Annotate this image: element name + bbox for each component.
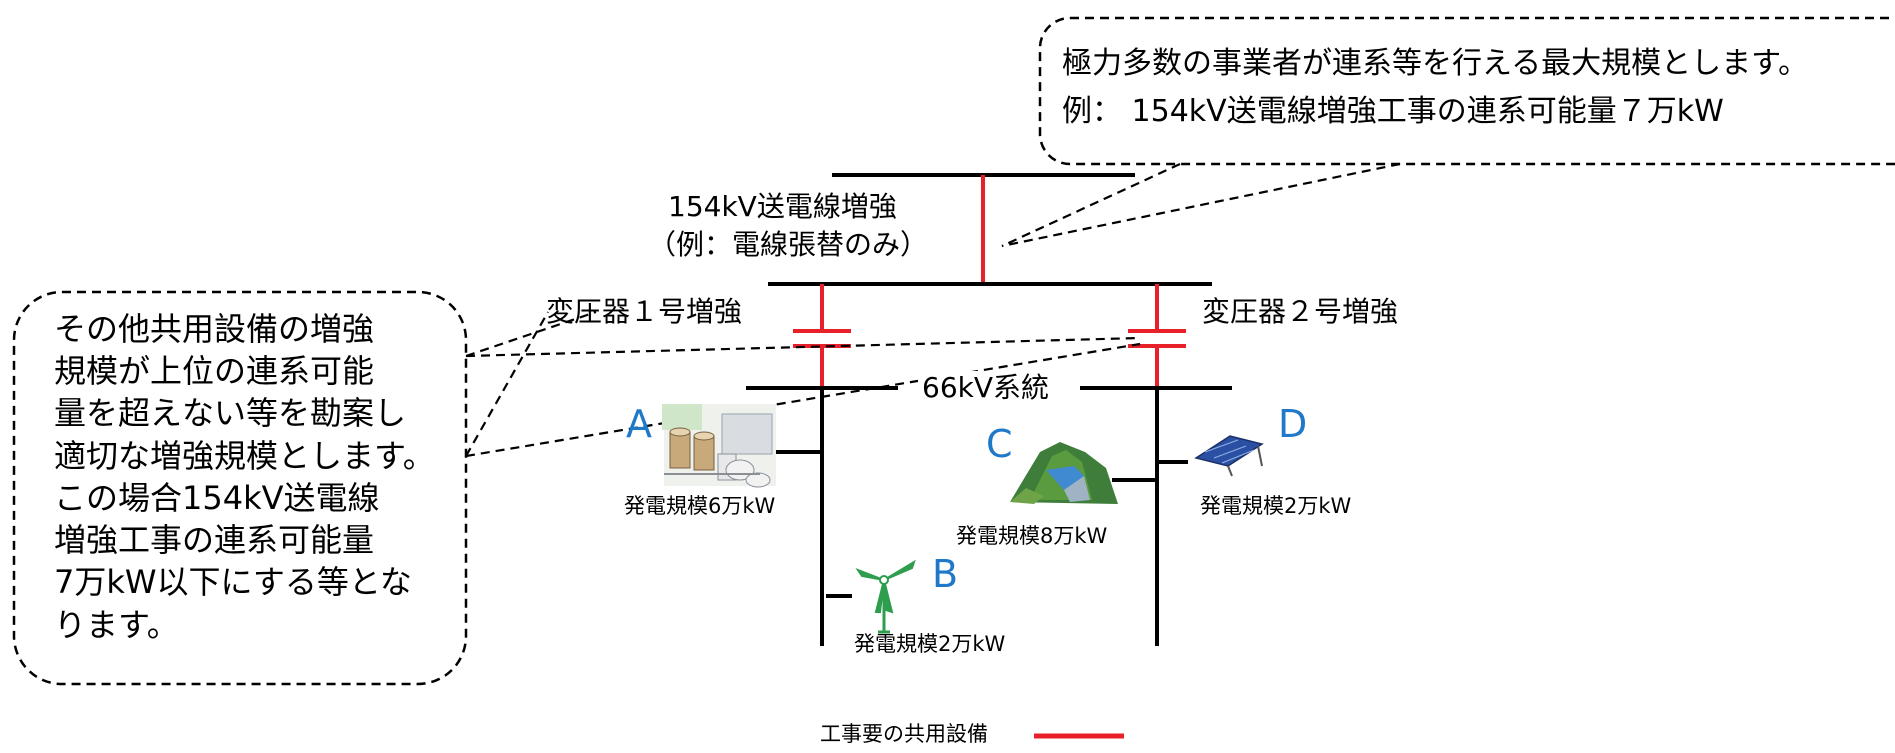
- top-callout-line1: 極力多数の事業者が連系等を行える最大規模とします。: [1062, 46, 1809, 81]
- top-callout-pointer-1: [1001, 163, 1181, 247]
- solar-panel-icon: [1194, 435, 1264, 477]
- generator-a-letter: A: [626, 402, 652, 446]
- left-callout-pointer-3: [465, 311, 549, 457]
- left-callout-line: その他共用設備の増強: [54, 310, 375, 348]
- thermal-plant-icon: [662, 404, 776, 488]
- line154-label-line1: 154kV送電線増強: [668, 190, 897, 223]
- generator-b-letter: B: [932, 552, 959, 596]
- generator-a-capacity: 発電規模6万kW: [624, 494, 776, 518]
- top-callout-frame: [1038, 16, 1895, 166]
- left-callout-frame: [12, 290, 468, 686]
- left-callout-line: 増強工事の連系可能量: [54, 521, 375, 560]
- legend-label: 工事要の共用設備: [820, 722, 988, 746]
- left-callout-line: 量を超えない等を勘案し: [54, 394, 407, 433]
- left-callout-pointer-2: [465, 336, 1141, 358]
- generator-c-letter: C: [986, 422, 1013, 466]
- generator-d-letter: D: [1278, 402, 1308, 446]
- transformer1-label: 変圧器１号増強: [546, 295, 743, 328]
- top-callout-line2: 例： 154kV送電線増強工事の連系可能量７万kW: [1062, 94, 1724, 129]
- left-callout-line: 適切な増強規模とします。: [54, 436, 435, 475]
- left-callout-line: 規模が上位の連系可能: [54, 352, 375, 391]
- wind-turbine-icon: [855, 559, 916, 634]
- left-callout-pointer-4: [465, 342, 1141, 458]
- generator-b-capacity: 発電規模2万kW: [854, 632, 1006, 656]
- line154-label-line2: （例：電線張替のみ）: [648, 228, 929, 261]
- generator-d-capacity: 発電規模2万kW: [1200, 494, 1352, 518]
- top-callout-pointer-2: [1001, 162, 1401, 248]
- left-callout-pointer-1: [465, 310, 597, 358]
- bus66-label: 66kV系統: [918, 371, 1053, 405]
- left-callout-text: その他共用設備の増強 規模が上位の連系可能 量を超えない等を勘案し 適切な増強規…: [54, 308, 435, 646]
- left-callout-line: ります。: [54, 605, 179, 644]
- hydro-dam-icon: [1010, 442, 1118, 504]
- left-callout-line: この場合154kV送電線: [54, 478, 380, 517]
- transformer2-label: 変圧器２号増強: [1202, 295, 1399, 328]
- left-callout-line: 7万kW以下にする等とな: [54, 563, 412, 602]
- generator-c-capacity: 発電規模8万kW: [956, 524, 1108, 548]
